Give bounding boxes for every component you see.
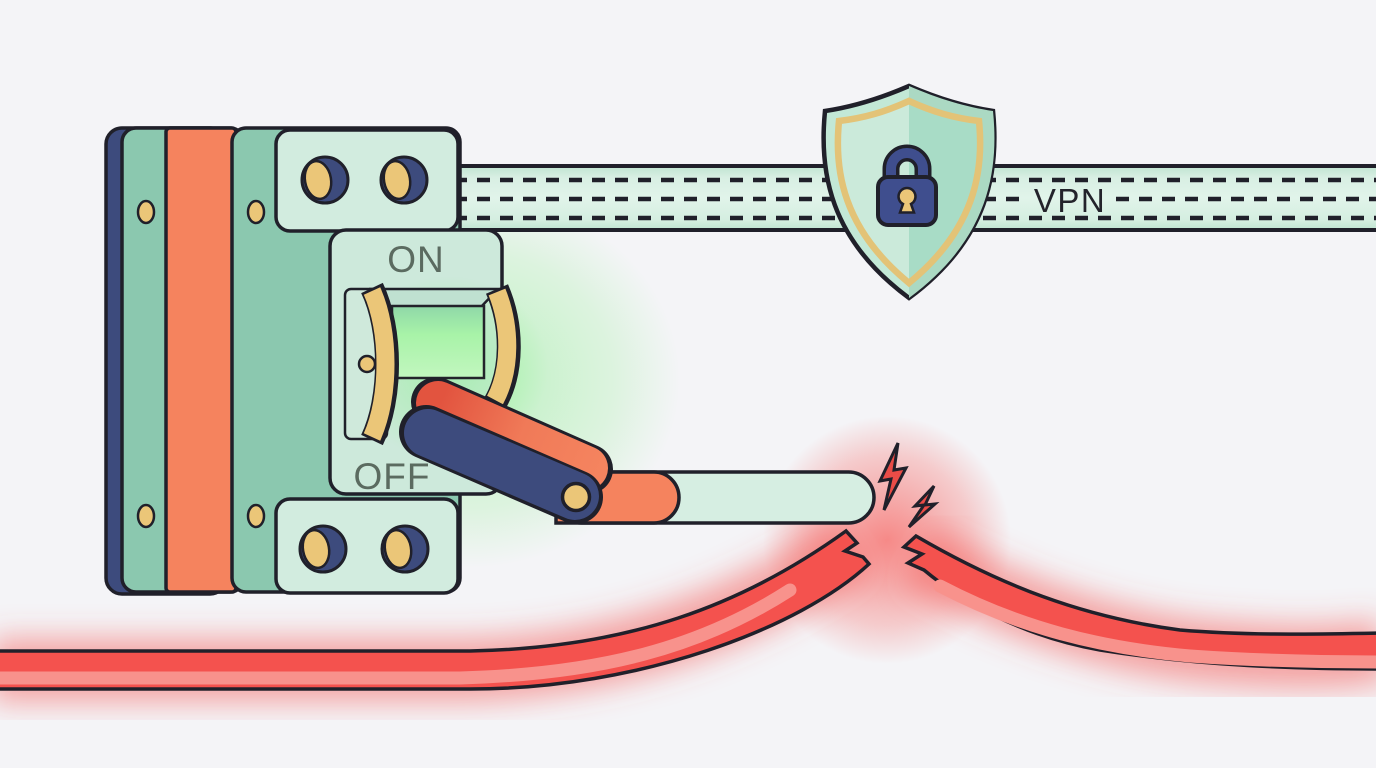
spark-bolt-large bbox=[877, 442, 909, 511]
breaker-layer-orange bbox=[164, 126, 238, 594]
terminal-block-bottom bbox=[274, 497, 460, 595]
lever-arm-orange bbox=[416, 381, 608, 490]
shield-gold-band bbox=[834, 97, 984, 288]
switch-housing bbox=[343, 282, 521, 446]
terminal-screw-slot bbox=[383, 528, 413, 570]
cable-right-highlight bbox=[933, 579, 1376, 669]
body-screws bbox=[136, 199, 266, 529]
housing-screw-icon bbox=[357, 354, 377, 374]
red-cable-left bbox=[0, 528, 872, 691]
on-label: ON bbox=[387, 239, 445, 280]
screw-icon bbox=[246, 503, 266, 529]
red-cable-right bbox=[900, 533, 1376, 671]
lever-arm-navy bbox=[404, 409, 599, 520]
break-glow bbox=[732, 385, 1042, 695]
vpn-label: VPN bbox=[1034, 182, 1106, 219]
terminal-screw-slot bbox=[303, 159, 333, 201]
lock-shackle bbox=[886, 148, 928, 180]
spark-bolt-small bbox=[907, 484, 940, 529]
cable-left-highlight bbox=[0, 583, 797, 685]
housing-rim-right bbox=[486, 288, 517, 405]
lock-keyhole bbox=[897, 186, 917, 214]
screw-icon bbox=[136, 199, 156, 225]
housing-rim-left bbox=[363, 287, 395, 441]
housing-window bbox=[390, 304, 486, 380]
spark-icon bbox=[877, 442, 940, 529]
screw-icon bbox=[246, 199, 266, 225]
lock-icon bbox=[876, 144, 938, 227]
terminal-block-top bbox=[274, 128, 460, 233]
screw-icon bbox=[136, 503, 156, 529]
terminal-screw-slot bbox=[382, 159, 412, 201]
switch-lever bbox=[399, 377, 876, 525]
off-label: OFF bbox=[354, 456, 431, 497]
lever-pivot bbox=[560, 481, 592, 513]
terminal-screw-slot bbox=[301, 528, 331, 570]
circuit-breaker: ON OFF bbox=[104, 126, 876, 596]
